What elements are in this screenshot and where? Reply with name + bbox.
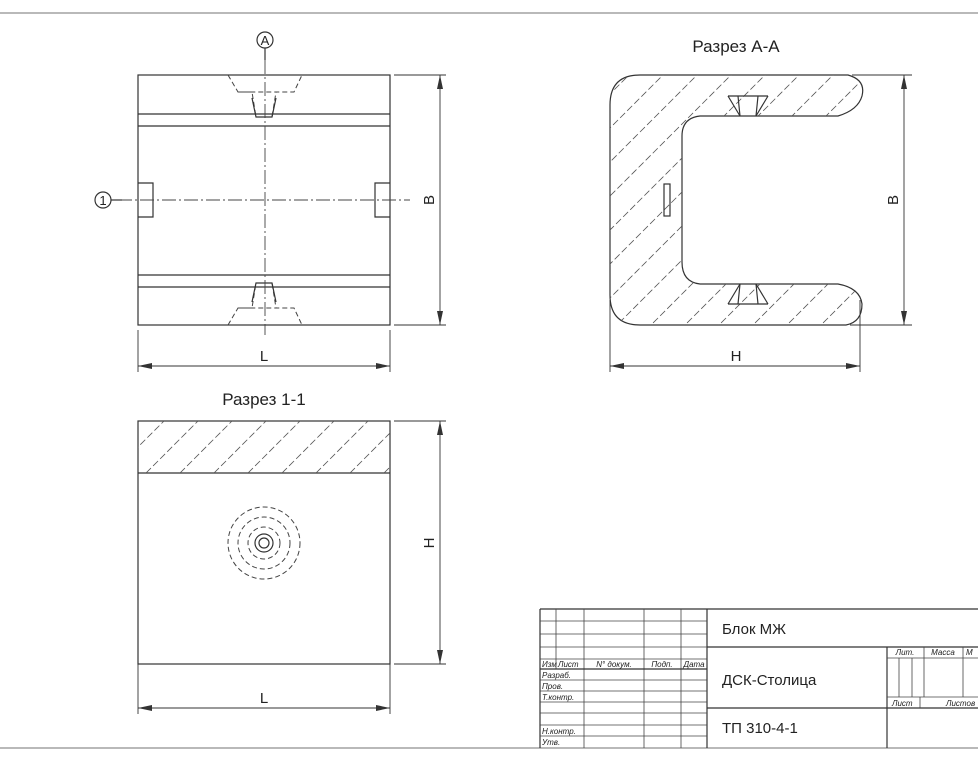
section-mark-1: 1: [99, 193, 106, 208]
svg-text:L: L: [260, 348, 268, 365]
svg-text:H: H: [421, 538, 438, 549]
dim-b-aa: B: [850, 74, 912, 326]
hatch-line: [645, 75, 863, 325]
dim-l-11: L: [137, 664, 391, 714]
svg-text:Н.контр.: Н.контр.: [542, 727, 576, 736]
hatch-line: [78, 421, 130, 473]
svg-text:H: H: [731, 348, 742, 365]
hatch-line: [610, 75, 669, 325]
hatch-line: [247, 421, 301, 473]
bottom-hole: [227, 282, 303, 326]
svg-text:Лист: Лист: [557, 660, 579, 669]
svg-text:Изм: Изм: [542, 660, 557, 669]
svg-text:Разраб.: Разраб.: [542, 671, 571, 680]
hatch-line: [713, 75, 863, 325]
organization: ДСК-Столица: [722, 672, 817, 689]
svg-text:Лит.: Лит.: [895, 648, 915, 657]
hatch-line: [849, 75, 863, 325]
svg-text:L: L: [260, 690, 268, 707]
hatch-line: [611, 75, 863, 325]
hatch-line: [781, 75, 863, 325]
section-aa-title: Разрез А-А: [692, 37, 780, 56]
hatch-line: [315, 421, 369, 473]
dim-h-11: H: [394, 420, 446, 665]
section-11-title: Разрез 1-1: [222, 390, 305, 409]
section-1-1: Разрез 1-1 L H: [78, 390, 446, 714]
svg-text:Лист: Лист: [891, 699, 913, 708]
hatch-line: [145, 421, 199, 473]
hatch-line: [610, 75, 805, 325]
hatch-line: [138, 421, 165, 448]
dim-b-top: B: [394, 74, 446, 326]
sheet-frame: [0, 12, 978, 749]
document-code: ТП 310-4-1: [722, 720, 798, 737]
svg-text:Дата: Дата: [682, 660, 705, 669]
top-hole: [227, 74, 303, 118]
svg-text:B: B: [421, 195, 438, 205]
svg-text:Пров.: Пров.: [542, 682, 563, 691]
hatch-line: [610, 75, 635, 325]
hatch-line: [179, 421, 233, 473]
svg-text:М: М: [966, 648, 973, 657]
hatch-line: [349, 432, 390, 473]
section-11-hatching: [78, 421, 390, 473]
dim-l-top: L: [137, 330, 391, 372]
hatch-line: [610, 75, 737, 325]
hatch-line: [383, 466, 390, 473]
top-view: A 1 L B: [94, 31, 446, 372]
hatch-line: [610, 75, 839, 325]
product-name: Блок МЖ: [722, 621, 786, 638]
svg-text:Т.контр.: Т.контр.: [542, 693, 574, 702]
svg-text:Подп.: Подп.: [651, 660, 672, 669]
svg-text:Масса: Масса: [931, 648, 955, 657]
section-mark-a: A: [261, 33, 270, 48]
hatch-line: [747, 75, 863, 325]
dim-h-aa: H: [609, 300, 861, 372]
svg-text:B: B: [885, 195, 902, 205]
hatch-line: [610, 75, 703, 325]
center-hole: [227, 506, 301, 580]
hatch-line: [281, 421, 335, 473]
svg-text:N° докум.: N° докум.: [596, 660, 632, 669]
hatch-line: [610, 75, 771, 325]
svg-text:Листов: Листов: [945, 699, 975, 708]
hatch-line: [213, 421, 267, 473]
svg-text:Утв.: Утв.: [541, 738, 560, 747]
title-block: Изм Лист N° докум. Подп. Дата Разраб. Пр…: [539, 608, 978, 748]
